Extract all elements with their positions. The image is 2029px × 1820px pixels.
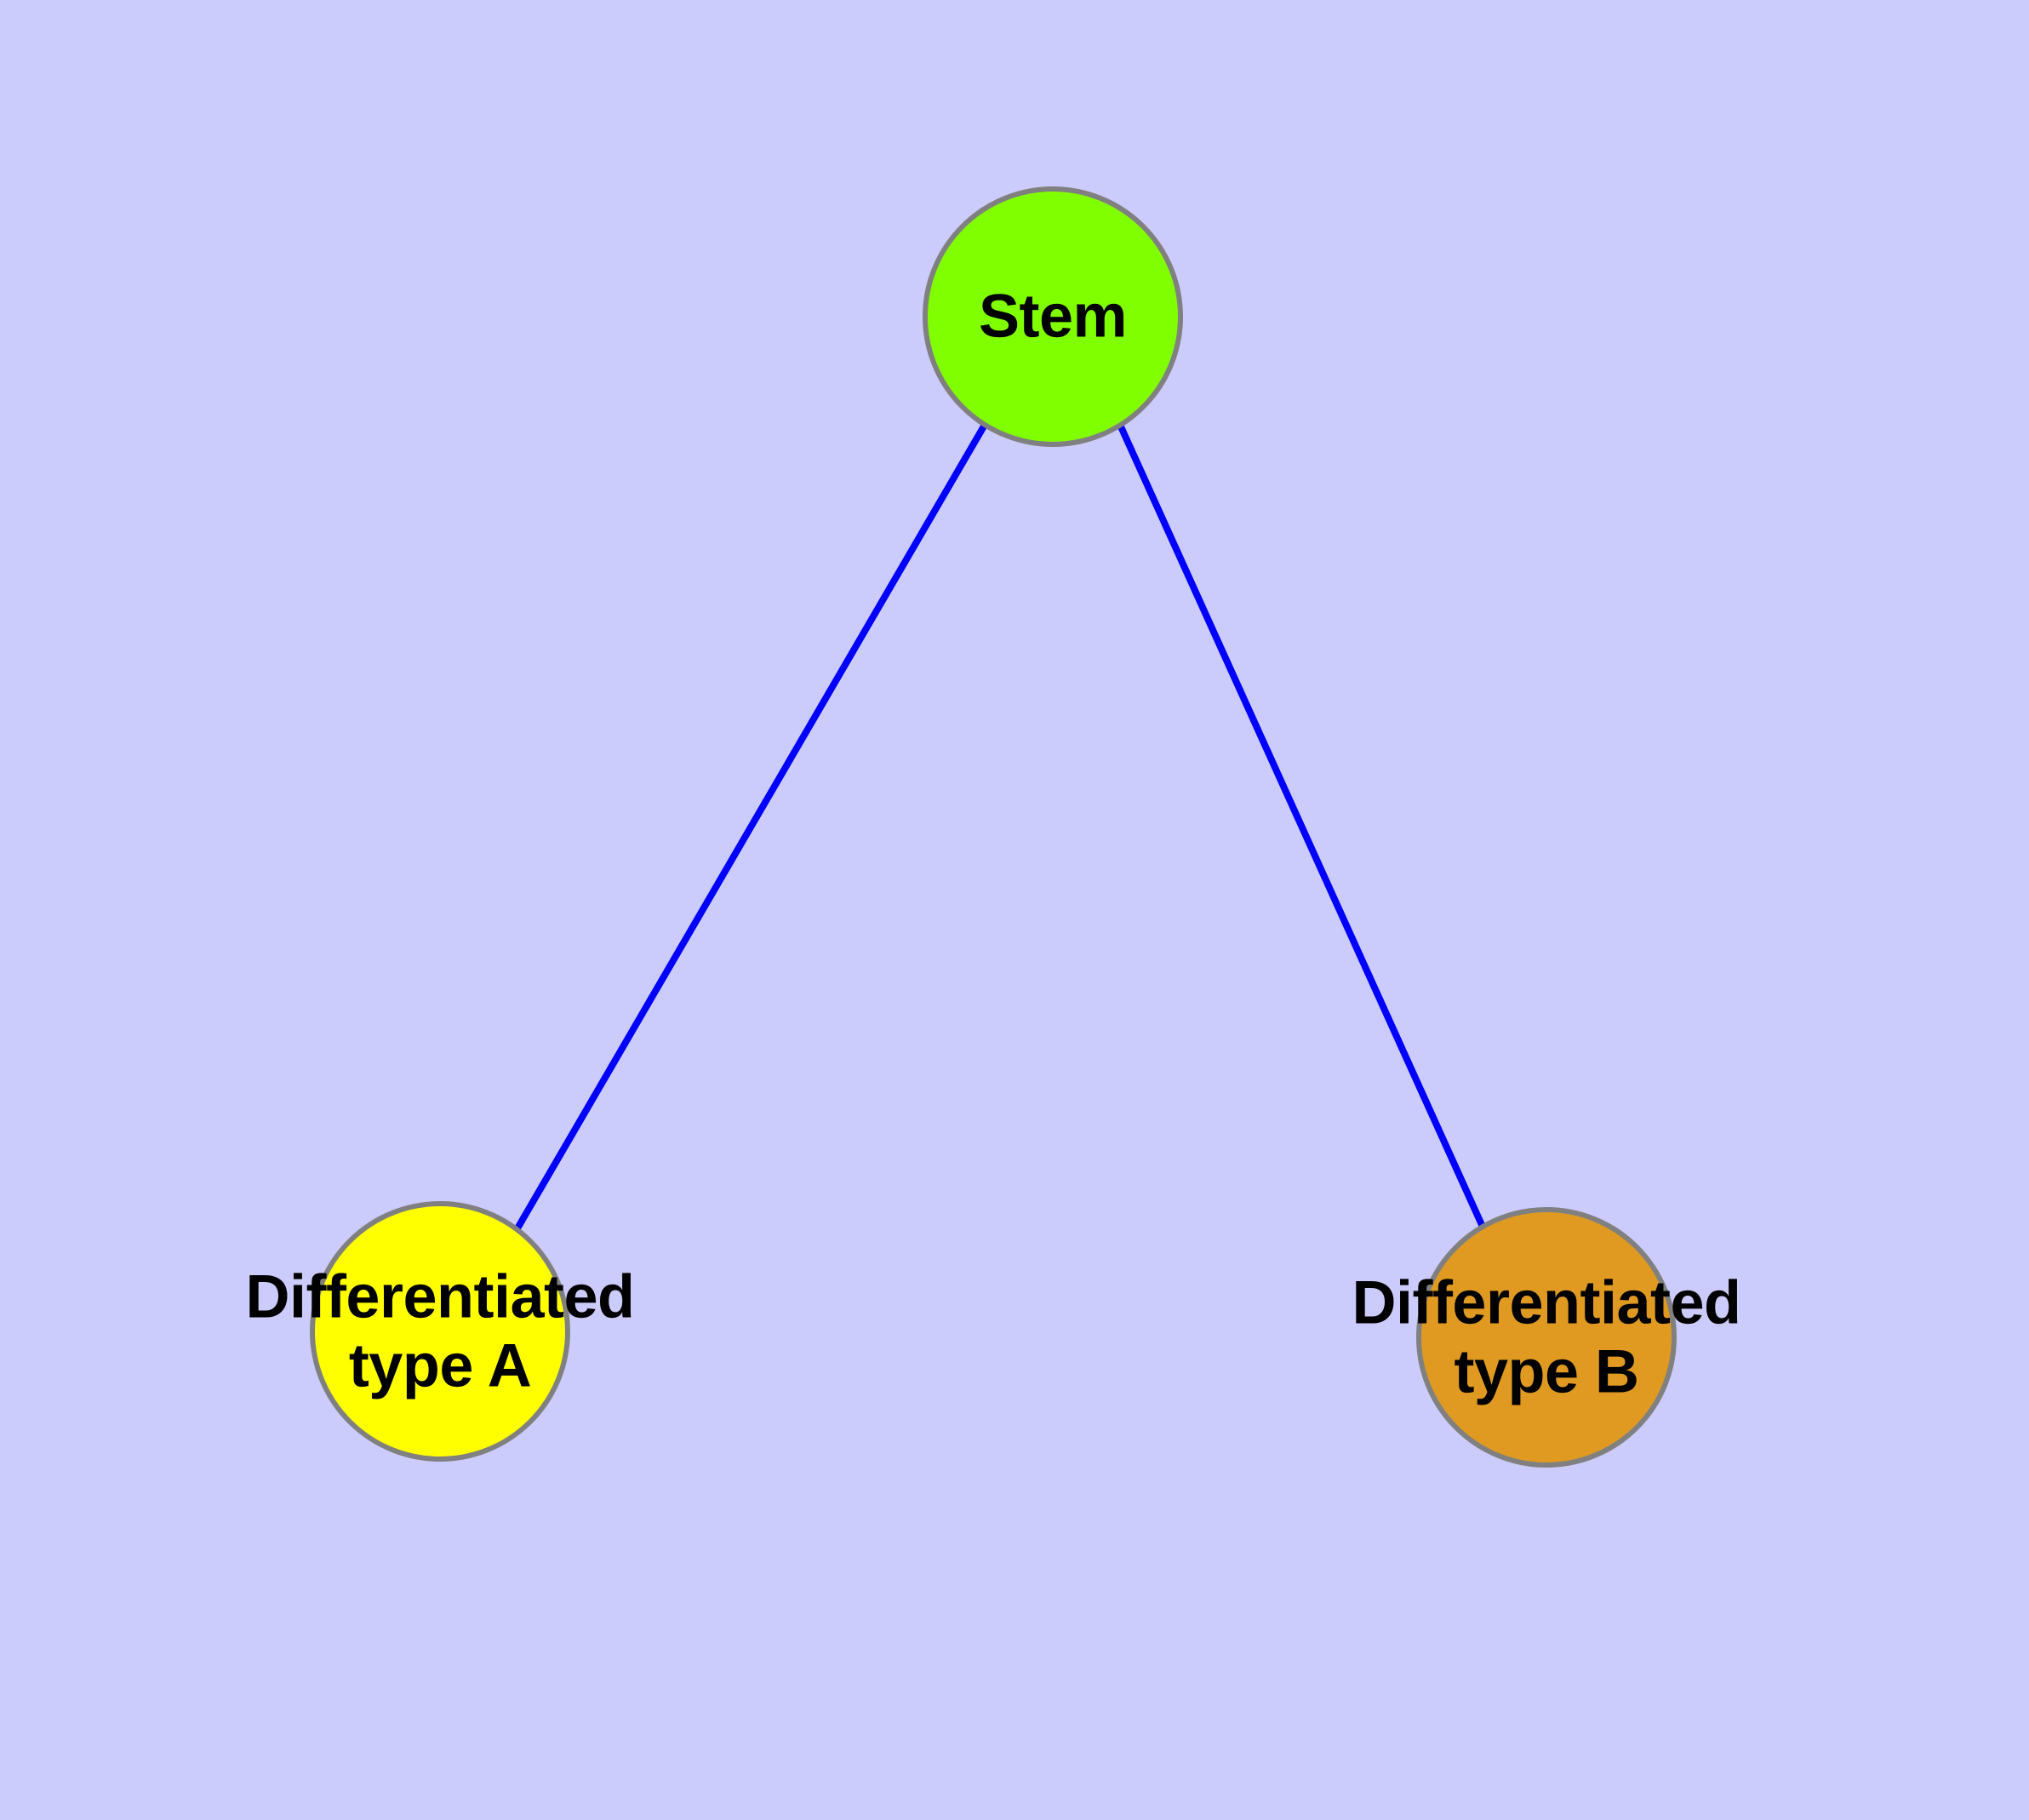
node-layer <box>310 186 1677 1468</box>
edge-stem-to-differentiated-type-b[interactable] <box>1117 423 1486 1228</box>
edge-stem-to-differentiated-type-a[interactable] <box>514 422 988 1231</box>
node-stem[interactable] <box>923 186 1183 447</box>
node-differentiated-type-a[interactable] <box>310 1201 570 1462</box>
edge-layer <box>514 422 1486 1231</box>
node-differentiated-type-b[interactable] <box>1416 1207 1677 1468</box>
